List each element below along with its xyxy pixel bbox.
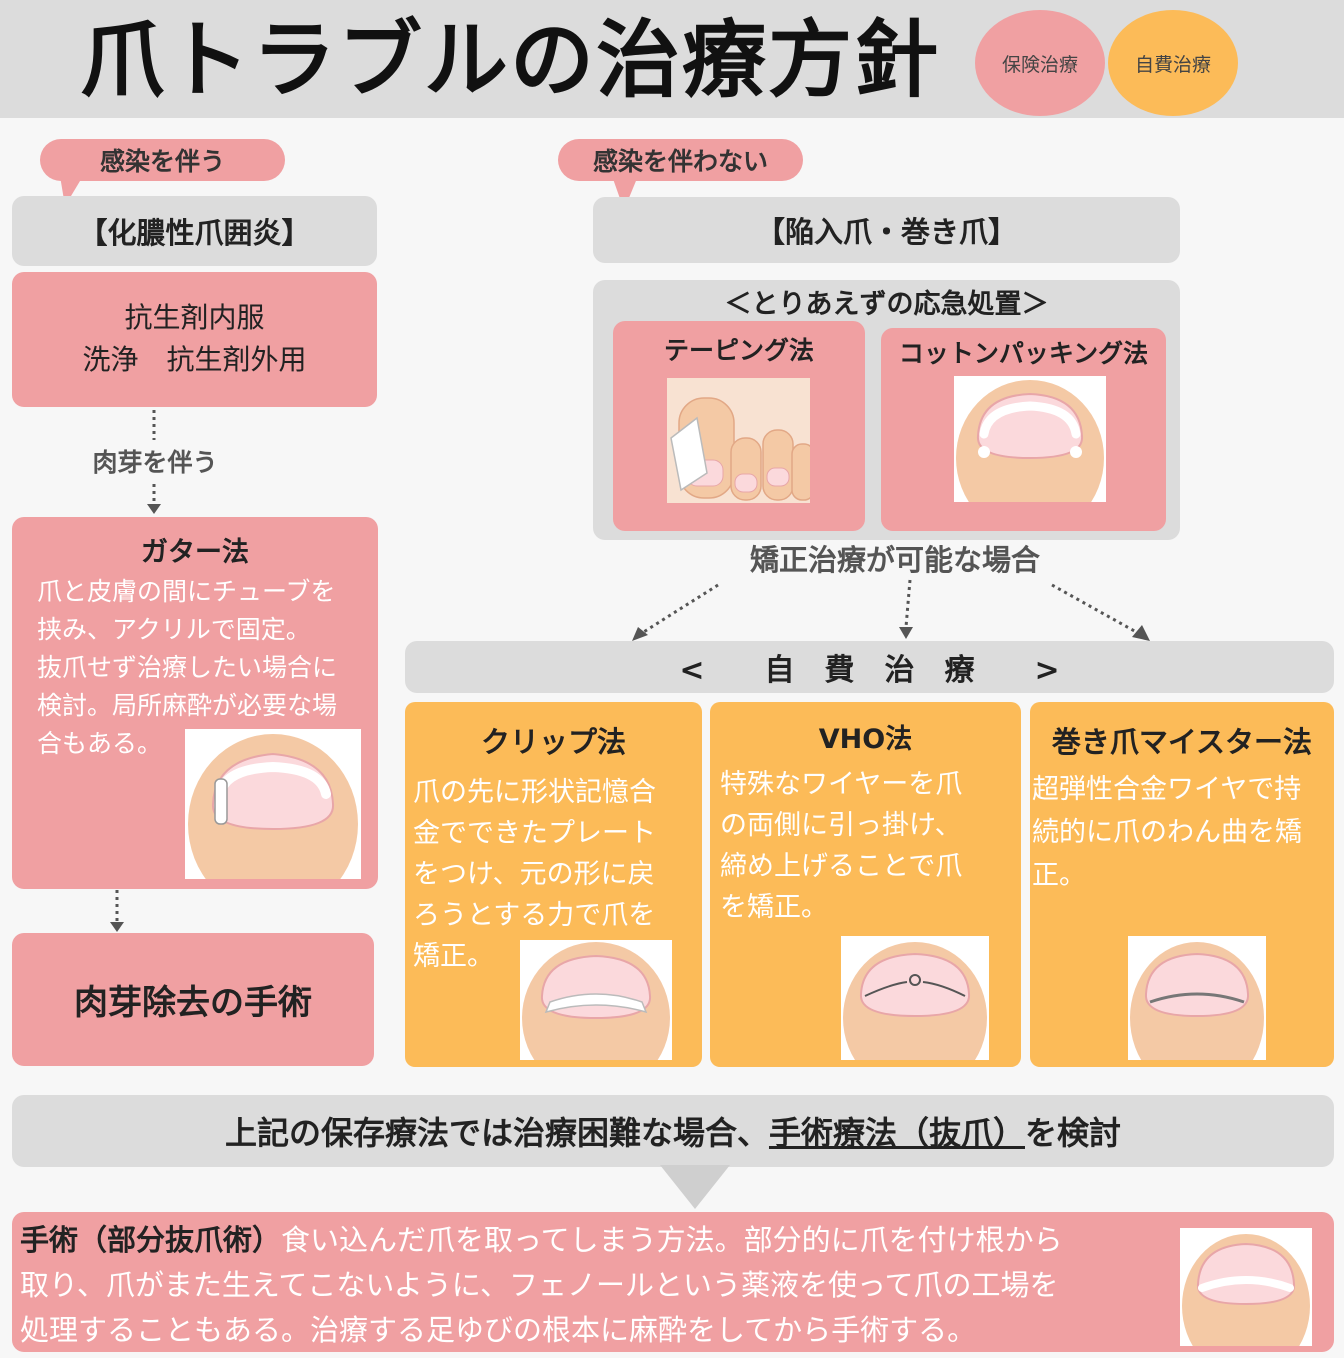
surgery-description: 手術（部分抜爪術）食い込んだ爪を取ってしまう方法。部分的に爪を付け根から 取り、…	[20, 1218, 1180, 1353]
page-title: 爪トラブルの治療方針	[80, 11, 941, 109]
vho-illustration	[841, 936, 989, 1060]
gutter-box: ガター法 爪と皮膚の間にチューブを 挟み、アクリルで固定。 抜爪せず治療したい場…	[12, 517, 378, 889]
infection-tag: 感染を伴う	[40, 139, 285, 181]
meister-illustration	[1128, 936, 1266, 1060]
clip-title: クリップ法	[480, 725, 626, 759]
vho-title: VHO法	[818, 723, 913, 755]
down-arrow	[660, 1165, 730, 1209]
gutter-body: 爪と皮膚の間にチューブを 挟み、アクリルで固定。 抜爪せず治療したい場合に 検討…	[37, 577, 338, 758]
gutter-title: ガター法	[141, 536, 249, 568]
antibiotic-box: 抗生剤内服 洗浄 抗生剤外用	[12, 272, 377, 407]
insurance-badge: 保険治療	[975, 10, 1105, 116]
self-pay-header: < 自 費 治 療 >	[405, 641, 1334, 693]
paronychia-title: 【化膿性爪囲炎】	[12, 196, 377, 266]
surgery-line-1: 手術（部分抜爪術）食い込んだ爪を取ってしまう方法。部分的に爪を付け根から	[20, 1218, 1180, 1263]
cotton-title: コットンパッキング法	[898, 339, 1149, 368]
taping-illustration	[667, 378, 810, 503]
correction-condition: 矯正治療が可能な場合	[749, 543, 1040, 577]
antibiotic-line2: 洗浄 抗生剤外用	[82, 343, 307, 376]
vho-box: VHO法 特殊なワイヤーを爪 の両側に引っ掛け、 締め上げることで爪 を矯正。	[710, 702, 1021, 1067]
vho-body: 特殊なワイヤーを爪 の両側に引っ掛け、 締め上げることで爪 を矯正。	[720, 769, 963, 923]
gutter-illustration	[185, 729, 361, 879]
taping-box: テーピング法	[613, 321, 865, 531]
ingrown-nail-title: 【陥入爪・巻き爪】	[593, 197, 1180, 263]
surgery-heading: 手術（部分抜爪術）	[20, 1223, 282, 1257]
clip-box: クリップ法 爪の先に形状記憶合 金でできたプレート をつけ、元の形に戻 ろうとす…	[405, 702, 702, 1067]
note-suffix: を検討	[1025, 1114, 1122, 1152]
surgery-body-line1: 食い込んだ爪を取ってしまう方法。部分的に爪を付け根から	[281, 1223, 1063, 1257]
granulation-surgery-box: 肉芽除去の手術	[12, 933, 374, 1066]
granulation-condition: 肉芽を伴う	[92, 448, 218, 477]
self-pay-badge: 自費治療	[1108, 10, 1238, 116]
connector-arrows-3	[632, 579, 1150, 641]
clip-illustration	[520, 940, 672, 1060]
antibiotic-line1: 抗生剤内服	[124, 301, 265, 334]
connector-arrow-2	[110, 890, 124, 932]
partial-nail-removal-box: 手術（部分抜爪術）食い込んだ爪を取ってしまう方法。部分的に爪を付け根から 取り、…	[12, 1212, 1334, 1352]
surgery-line-3: 処理することもある。治療する足ゆびの根本に麻酔をしてから手術する。	[20, 1313, 977, 1347]
conservative-note-bar: 上記の保存療法では治療困難な場合、手術療法（抜爪）を検討	[12, 1095, 1334, 1167]
meister-title: 巻き爪マイスター法	[1051, 725, 1313, 759]
note-prefix: 上記の保存療法では治療困難な場合、	[224, 1114, 769, 1152]
no-infection-tag: 感染を伴わない	[558, 139, 803, 181]
cotton-box: コットンパッキング法	[881, 328, 1166, 531]
first-aid-title: ＜とりあえずの応急処置＞	[724, 288, 1049, 320]
connector-dots-1	[152, 410, 156, 440]
conservative-note: 上記の保存療法では治療困難な場合、手術療法（抜爪）を検討	[12, 1095, 1334, 1167]
no-infection-tag-pointer	[612, 176, 638, 210]
meister-body: 超弾性合金ワイヤで持 続的に爪のわん曲を矯 正。	[1032, 774, 1302, 891]
clip-body: 爪の先に形状記憶合 金でできたプレート をつけ、元の形に戻 ろうとする力で爪を …	[413, 777, 656, 972]
note-surgery-link: 手術療法（抜爪）	[768, 1114, 1025, 1152]
cotton-illustration	[954, 376, 1106, 502]
taping-title: テーピング法	[663, 336, 814, 365]
connector-arrow-1	[147, 484, 161, 514]
partial-removal-illustration	[1180, 1228, 1312, 1346]
meister-box: 巻き爪マイスター法 超弾性合金ワイヤで持 続的に爪のわん曲を矯 正。	[1030, 702, 1334, 1067]
surgery-line-2: 取り、爪がまた生えてこないように、フェノールという薬液を使って爪の工場を	[20, 1268, 1059, 1302]
